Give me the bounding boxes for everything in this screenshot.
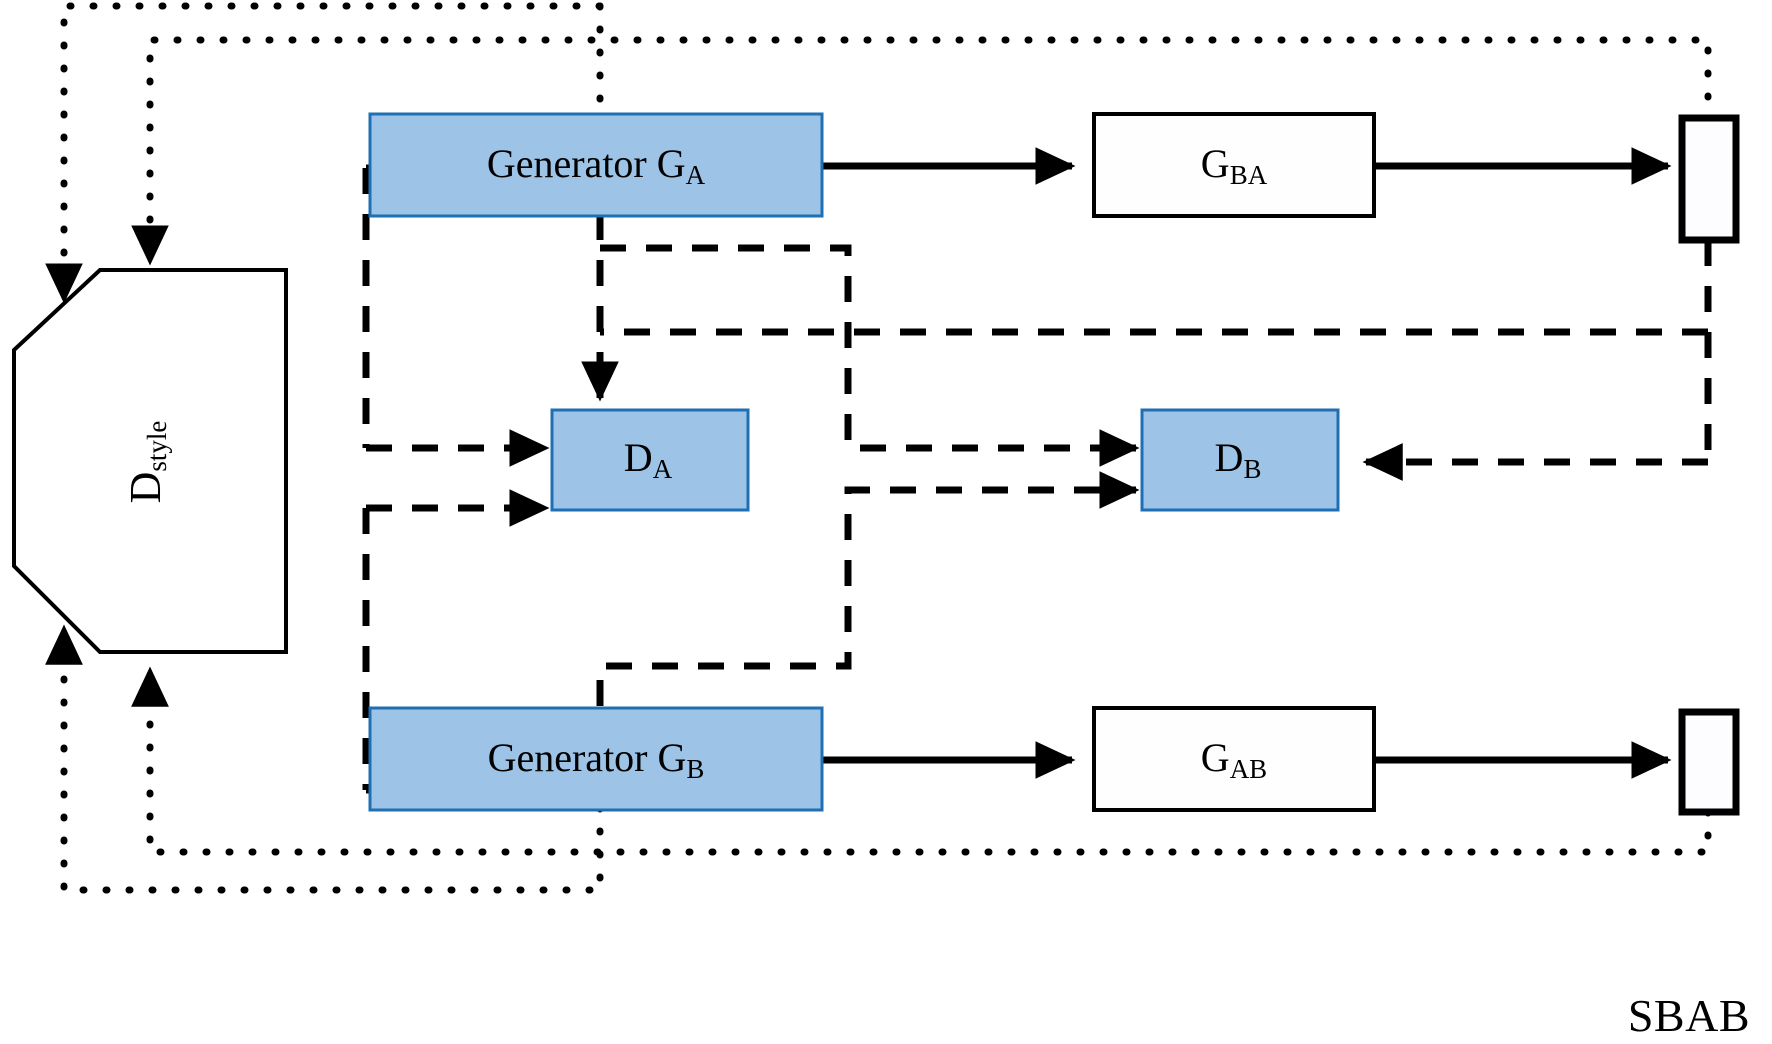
node-generator-b-label: Generator GB [488, 735, 705, 784]
edge-d-style-to-d-a-lower [362, 489, 550, 790]
node-g-ab[interactable]: GAB [1092, 706, 1376, 812]
node-g-ba-label: GBA [1201, 141, 1268, 190]
node-d-style-label: Dstyle [121, 421, 172, 504]
node-d-b-label: DB [1215, 435, 1262, 484]
figure-caption: SBAB [1627, 990, 1750, 1041]
node-d-a-label: DA [624, 435, 673, 484]
edge-output-top-to-d-b [600, 240, 1712, 481]
node-d-a[interactable]: DA [550, 408, 750, 512]
node-generator-a[interactable]: Generator GA [368, 112, 824, 218]
node-g-ba[interactable]: GBA [1092, 112, 1376, 218]
node-generator-b[interactable]: Generator GB [368, 706, 824, 812]
edge-output-top-to-d-style-feedback [131, 36, 1712, 266]
edge-generator-a-to-d-b [600, 244, 1140, 467]
node-output-bottom[interactable] [0, 0, 1740, 816]
node-d-b[interactable]: DB [1140, 408, 1340, 512]
node-generator-a-label: Generator GA [487, 141, 706, 190]
node-g-ab-label: GAB [1201, 735, 1267, 784]
node-d-style[interactable]: Dstyle [12, 268, 288, 654]
edge-output-bottom-to-d-style-feedback [131, 666, 1712, 856]
edge-generator-b-bottom-dotted [45, 624, 604, 894]
node-output-top[interactable] [0, 0, 1740, 244]
edge-generator-b-to-d-b [596, 471, 1140, 798]
edge-generator-a-top-dotted [45, 2, 604, 304]
